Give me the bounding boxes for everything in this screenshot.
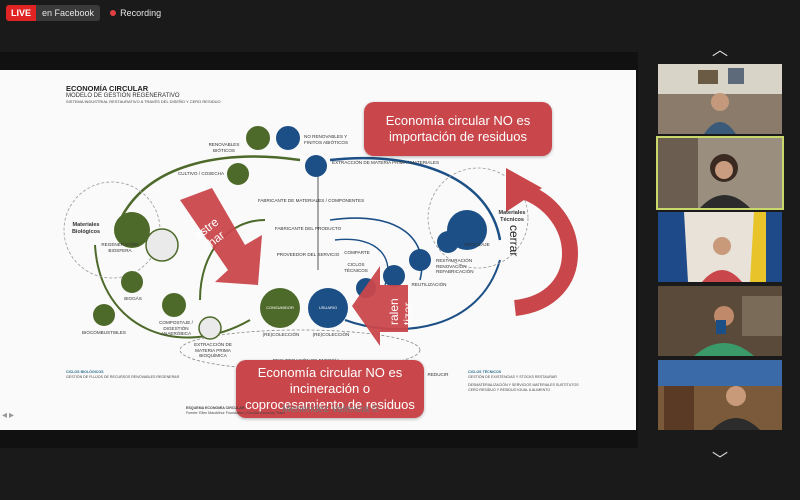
- cultivation-label: CULTIVO / COSECHA: [177, 171, 225, 176]
- participant-video-4: [658, 286, 782, 356]
- slow-arrow-text: ralen tizar: [387, 298, 415, 325]
- collection-right-label: (RE)COLECCIÓN: [312, 332, 350, 337]
- participant-video-2: [658, 138, 782, 208]
- narrow-arrow: [180, 188, 262, 285]
- footer-tech-title: CICLOS TÉCNICOS: [468, 370, 502, 374]
- status-bar: LIVE en Facebook Recording: [0, 0, 800, 26]
- biogas-flame-icon: [121, 271, 143, 293]
- recycling-label: RECICLAJE: [464, 242, 490, 247]
- biofuels-label: BIOCOMBUSTIBLES: [82, 330, 126, 335]
- bio-loop-bottom: [94, 244, 251, 339]
- record-dot-icon: [110, 10, 117, 16]
- collection-left-label: (RE)COLECCIÓN: [262, 332, 300, 337]
- next-slide-icon[interactable]: ▸: [9, 410, 15, 421]
- materials-manufacturer-label: FABRICANTE DE MATERIALES / COMPONENTES: [257, 198, 365, 203]
- compost-label: COMPOSTAJE / DIGESTIÓN ANAERÓBICA: [159, 320, 193, 336]
- reuse-label: REUTILIZACIÓN: [411, 282, 447, 287]
- reuse-icon: [383, 265, 405, 287]
- callout-no-waste-import: Economía circular NO es importación de r…: [364, 102, 552, 156]
- regeneration-label: REGENERACIÓN BIOSFERA: [101, 242, 139, 253]
- slide-nav: ◂ ▸: [2, 410, 14, 421]
- tech-materials-circle: [427, 167, 529, 269]
- tech-loop-top: [329, 156, 502, 241]
- cultivation-icon: [227, 163, 249, 185]
- slide-subtitle-2: SISTEMA INDUSTRIAL RESTAURATIVO A TRAVÉS…: [66, 99, 221, 104]
- prev-slide-icon[interactable]: ◂: [2, 410, 8, 421]
- footer-bio-body: GESTIÓN DE FLUJOS DE RECURSOS RENOVABLES…: [66, 374, 180, 379]
- live-label: LIVE: [6, 5, 37, 21]
- shared-screen: ECONOMÍA CIRCULAR MODELO DE GESTIÓN REGE…: [0, 52, 638, 448]
- footer-bio-title: CICLOS BIOLÓGICOS: [66, 370, 104, 374]
- close-loop-arrow: [513, 182, 578, 316]
- participant-tile-2[interactable]: [656, 136, 784, 210]
- service-provider-label: PROVEEDOR DEL SERVICIO: [276, 252, 340, 257]
- consumer-icon: [260, 288, 300, 328]
- non-renewables-label: NO RENOVABLES Y FINITOS ABIÓTICOS: [304, 134, 349, 145]
- participant-tile-3[interactable]: [658, 212, 782, 282]
- user-icon: [308, 288, 348, 328]
- slide-subtitle: MODELO DE GESTIÓN REGENERATIVO: [66, 93, 180, 99]
- participant-tile-4[interactable]: [658, 286, 782, 356]
- renewables-label: RENOVABLES BIÓTICOS: [208, 142, 240, 153]
- participant-video-3: [658, 212, 782, 282]
- close-loop-text: cerrar: [507, 225, 521, 257]
- compost-icon: [162, 293, 186, 317]
- scroll-up-chevron-icon[interactable]: ︿: [711, 42, 728, 59]
- reduce-label: REDUCIR: [427, 372, 449, 377]
- participant-video-5: [658, 360, 782, 430]
- circular-economy-diagram: [63, 126, 578, 371]
- footer-scheme-body: Fuente: Ellen MacArthur Foundation | Cir…: [186, 410, 285, 415]
- factory-icon: [409, 249, 431, 271]
- restoration-label: RESTAURACIÓN RENOVACIÓN REFABRICACIÓN: [436, 258, 474, 274]
- oil-pump-icon: [276, 126, 300, 150]
- collection-loop: [179, 329, 421, 371]
- participant-tile-5[interactable]: [658, 360, 782, 430]
- footer-tech-body-2: DESMATERIALIZACIÓN Y SERVICIOS MATERIALE…: [468, 383, 579, 393]
- slide-credit: Menéndez Valencia ©: [282, 404, 380, 415]
- consumer-label: CONSUMIDOR: [266, 305, 294, 310]
- truck-icon: [305, 155, 327, 177]
- tech-cycles-label: CICLOS TÉCNICOS: [344, 262, 368, 273]
- bio-loop-top: [118, 155, 301, 221]
- callout-top-text: Economía circular NO es importación de r…: [385, 112, 531, 144]
- callout-no-incineration: Economía circular NO es incineración o c…: [236, 360, 424, 418]
- presentation-slide: ECONOMÍA CIRCULAR MODELO DE GESTIÓN REGE…: [0, 70, 636, 430]
- bio-materials-label: Materiales Biológicos: [71, 222, 101, 235]
- slow-arrow: [352, 266, 408, 346]
- extraction-label: EXTRACCIÓN DE MATERIA PRIMA / MATERIALES: [332, 160, 440, 165]
- platform-label: en Facebook: [42, 8, 95, 18]
- slide-title-block: ECONOMÍA CIRCULAR MODELO DE GESTIÓN REGE…: [66, 84, 221, 104]
- bio-leaf-icon: [114, 212, 150, 248]
- close-loop-arrowhead: [506, 168, 542, 212]
- tech-materials-label: Materiales Técnicos: [498, 210, 526, 223]
- recording-label: Recording: [120, 8, 162, 18]
- product-manufacturer-label: FABRICANTE DEL PRODUCTO: [274, 226, 342, 231]
- globe-icon: [145, 228, 179, 262]
- renewables-icon: [246, 126, 270, 150]
- biochemical-label: EXTRACCIÓN DE MATERIA PRIMA BIOQUÍMICA: [194, 342, 232, 358]
- footer-scheme: ESQUEMA ECONOMÍA CIRCULAR Fuente: Ellen …: [186, 406, 296, 415]
- footer-bio-cycles: CICLOS BIOLÓGICOS GESTIÓN DE FLUJOS DE R…: [66, 370, 196, 379]
- participant-video-1: [658, 64, 782, 134]
- recycle-icon: [437, 231, 459, 253]
- recording-indicator[interactable]: Recording: [110, 8, 161, 18]
- callout-bottom-text: Economía circular NO es incineración o c…: [245, 364, 415, 413]
- biofuel-icon: [93, 304, 115, 326]
- scroll-down-chevron-icon[interactable]: ﹀: [711, 452, 728, 469]
- footer-scheme-title: ESQUEMA ECONOMÍA CIRCULAR: [186, 406, 245, 410]
- biogas-label: BIOGÁS: [124, 296, 142, 301]
- participant-tile-1[interactable]: [658, 64, 782, 134]
- footer-tech-body: GESTIÓN DE EXISTENCIAS Y STOCKS RESTAURA…: [468, 374, 557, 379]
- slide-title: ECONOMÍA CIRCULAR: [66, 84, 149, 93]
- live-badge[interactable]: LIVE en Facebook: [6, 5, 101, 21]
- footer-tech-cycles: CICLOS TÉCNICOS GESTIÓN DE EXISTENCIAS Y…: [468, 370, 588, 393]
- user-label: USUARIO: [318, 305, 338, 310]
- share-label: COMPARTE: [344, 250, 370, 255]
- flask-icon: [198, 316, 222, 340]
